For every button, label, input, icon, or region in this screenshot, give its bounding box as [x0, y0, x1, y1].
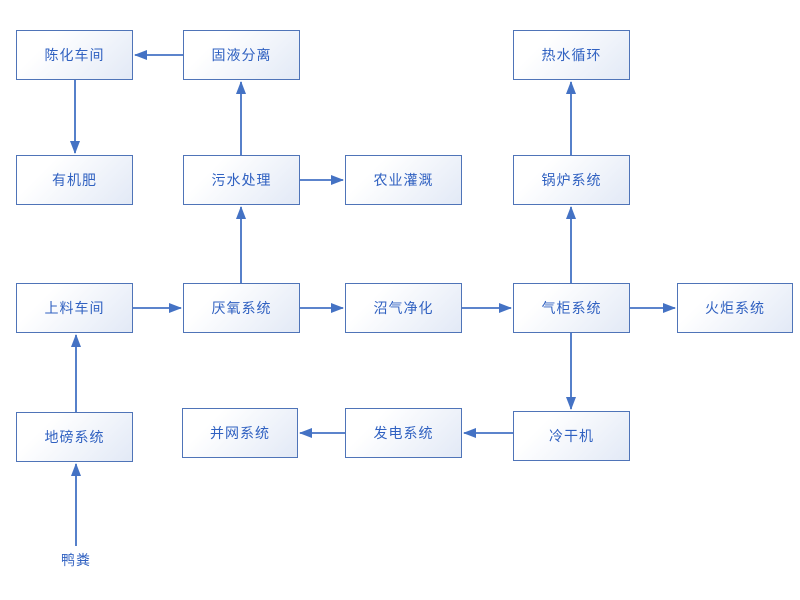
node-label: 锅炉系统	[541, 172, 602, 188]
node-agricultural-irrigation: 农业灌溉	[345, 155, 462, 205]
node-grid-connection-system: 并网系统	[182, 408, 298, 458]
node-label: 热水循环	[541, 47, 602, 63]
node-label: 污水处理	[211, 172, 272, 188]
node-label: 冷干机	[549, 428, 594, 444]
node-label: 上料车间	[44, 300, 105, 316]
node-label: 陈化车间	[44, 47, 105, 63]
node-anaerobic-system: 厌氧系统	[183, 283, 300, 333]
node-weighbridge-system: 地磅系统	[16, 412, 133, 462]
source-label-duck-manure: 鸭粪	[61, 552, 91, 568]
node-aging-workshop: 陈化车间	[16, 30, 133, 80]
node-label: 厌氧系统	[211, 300, 272, 316]
node-label: 沼气净化	[373, 300, 434, 316]
node-cold-dryer: 冷干机	[513, 411, 630, 461]
node-label: 农业灌溉	[373, 172, 434, 188]
node-boiler-system: 锅炉系统	[513, 155, 630, 205]
node-label: 气柜系统	[541, 300, 602, 316]
node-gas-holder-system: 气柜系统	[513, 283, 630, 333]
node-sewage-treatment: 污水处理	[183, 155, 300, 205]
node-solid-liquid-separation: 固液分离	[183, 30, 300, 80]
node-label: 固液分离	[211, 47, 272, 63]
node-organic-fertilizer: 有机肥	[16, 155, 133, 205]
node-hot-water-circulation: 热水循环	[513, 30, 630, 80]
node-power-generation-system: 发电系统	[345, 408, 462, 458]
node-label: 发电系统	[373, 425, 434, 441]
node-label: 有机肥	[52, 172, 97, 188]
node-flare-system: 火炬系统	[677, 283, 793, 333]
node-label: 并网系统	[210, 425, 270, 441]
node-label: 地磅系统	[44, 429, 105, 445]
node-feeding-workshop: 上料车间	[16, 283, 133, 333]
node-biogas-purification: 沼气净化	[345, 283, 462, 333]
node-label: 火炬系统	[705, 300, 765, 316]
